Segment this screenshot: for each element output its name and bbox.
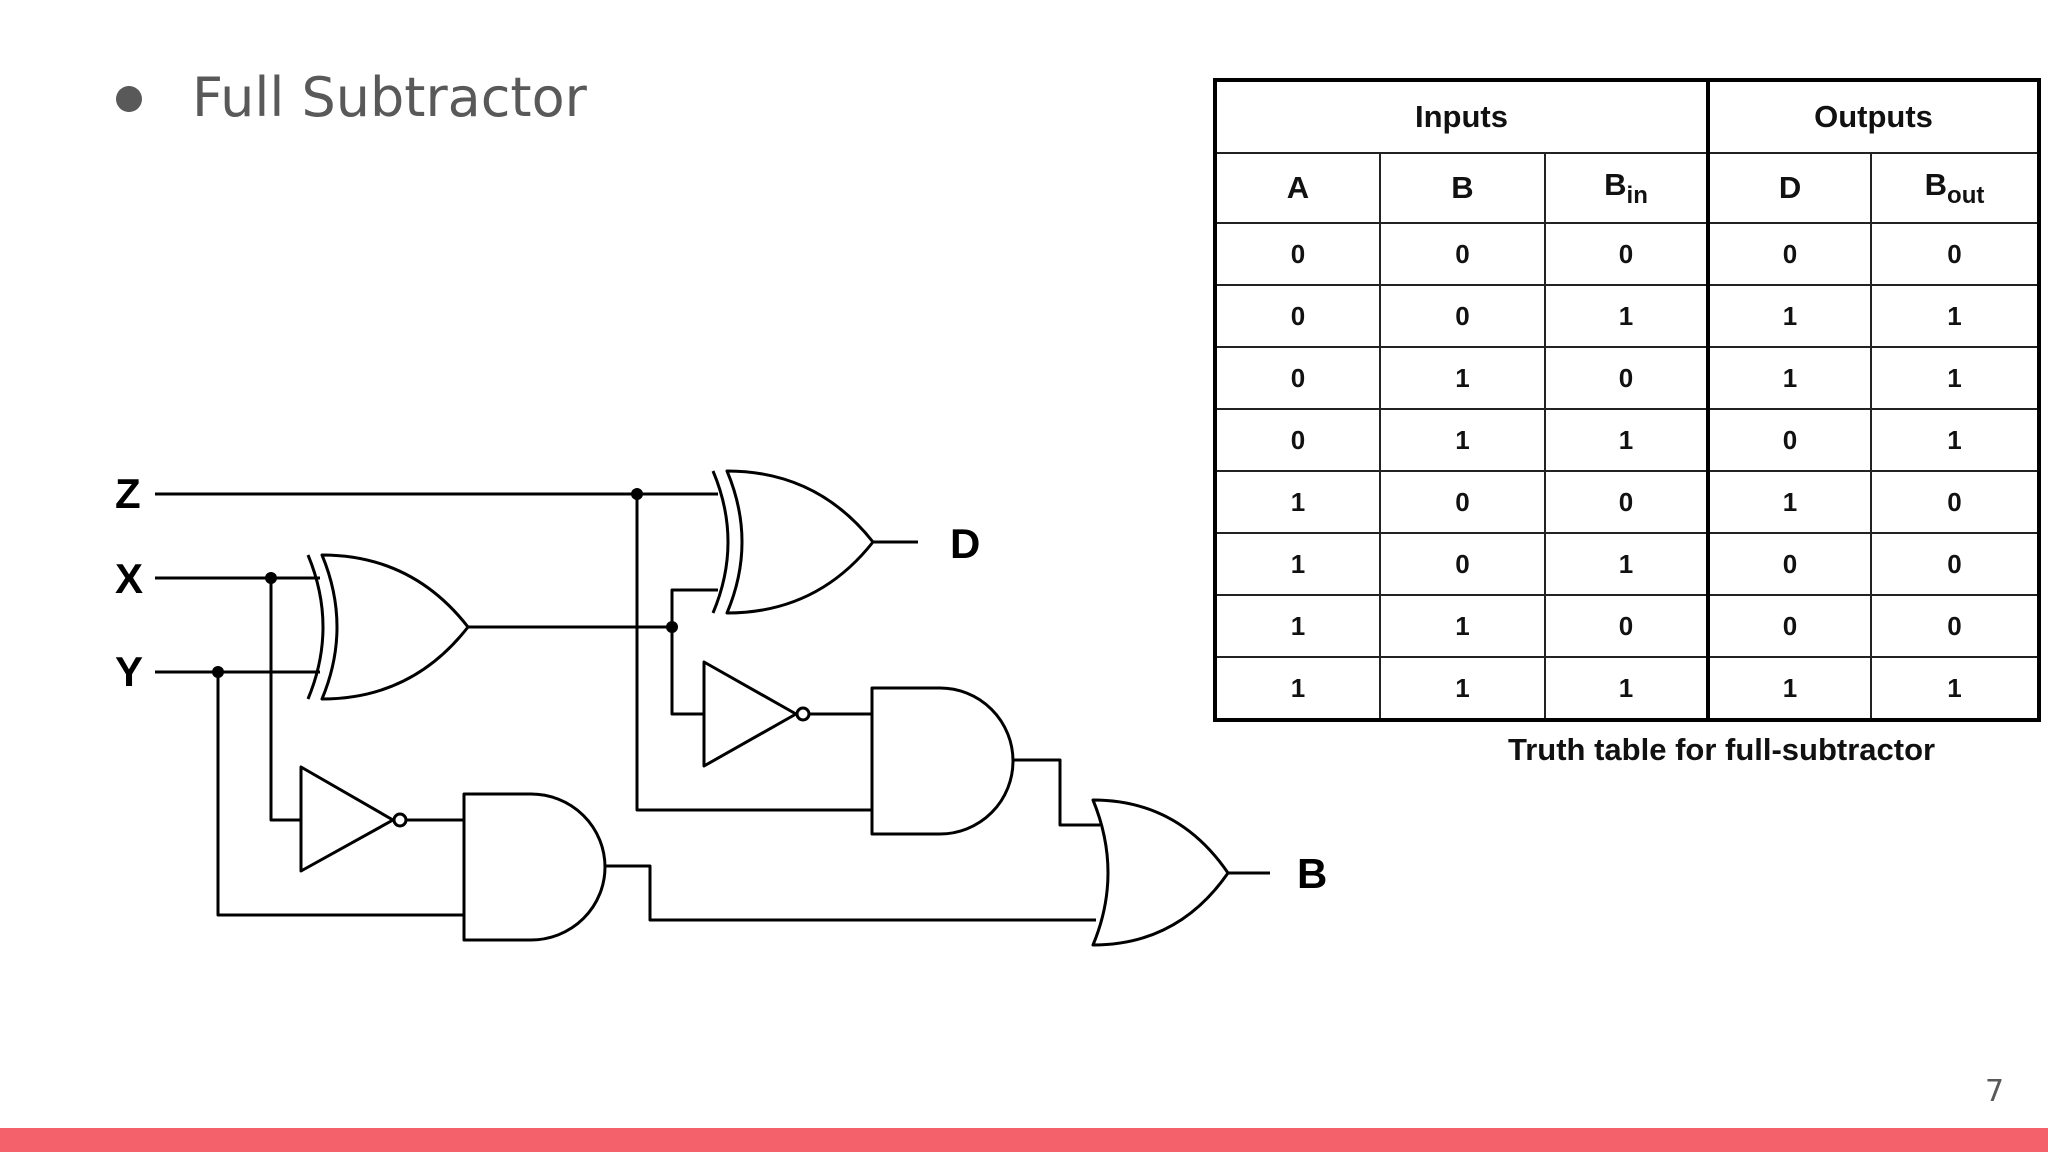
wire-xor1-out [468, 588, 718, 629]
table-cell: 0 [1870, 594, 2041, 658]
junction-dot [666, 621, 678, 633]
input-label-z: Z [115, 470, 141, 517]
bullet-icon [116, 86, 142, 112]
xor-gate-1-icon [320, 553, 470, 701]
or-gate-icon [1091, 798, 1230, 947]
xor-gate-2-icon [725, 469, 875, 615]
table-cell: 1 [1543, 284, 1711, 348]
table-cell: 1 [1379, 346, 1546, 410]
table-cell: 1 [1543, 408, 1711, 472]
table-cell: 1 [1707, 656, 1873, 721]
table-cell: 0 [1707, 594, 1873, 658]
group-header-outputs: Outputs [1707, 79, 2041, 154]
table-cell: 1 [1870, 656, 2041, 721]
table-cell: 0 [1870, 222, 2041, 286]
junction-dot [212, 666, 224, 678]
table-cell: 1 [1870, 346, 2041, 410]
footer-accent-bar [0, 1128, 2048, 1152]
table-cell: 0 [1870, 470, 2041, 534]
table-cell: 0 [1543, 470, 1711, 534]
output-label-b: B [1297, 850, 1327, 897]
group-header-inputs: Inputs [1213, 79, 1711, 154]
table-cell: 1 [1870, 284, 2041, 348]
column-header-b: B [1379, 152, 1546, 224]
wire-xor1-to-not2 [670, 627, 703, 716]
table-cell: 0 [1543, 346, 1711, 410]
table-cell: 0 [1707, 532, 1873, 596]
column-header-d: D [1707, 152, 1873, 224]
table-cell: 1 [1214, 594, 1381, 658]
table-cell: 1 [1870, 408, 2041, 472]
not-gate-2-icon [702, 660, 798, 768]
column-header-a: A [1214, 152, 1381, 224]
table-cell: 0 [1379, 222, 1546, 286]
table-cell: 1 [1214, 656, 1381, 721]
table-cell: 0 [1214, 346, 1381, 410]
wire-and2-out [1013, 758, 1100, 827]
and-gate-2-icon [870, 686, 1015, 836]
table-cell: 0 [1214, 222, 1381, 286]
and-gate-1-icon [462, 792, 607, 942]
column-header-bout: Bout [1870, 152, 2041, 224]
table-cell: 1 [1214, 470, 1381, 534]
truth-table-caption: Truth table for full-subtractor [1508, 732, 1936, 767]
input-label-y: Y [115, 648, 143, 695]
wire-y-to-and1 [216, 672, 464, 917]
wire-x-to-not1 [269, 578, 300, 822]
column-header-bin: Bin [1543, 152, 1711, 224]
table-cell: 1 [1707, 470, 1873, 534]
table-cell: 0 [1543, 594, 1711, 658]
table-cell: 0 [1379, 532, 1546, 596]
table-cell: 1 [1379, 408, 1546, 472]
wire-and1-out [605, 864, 1096, 922]
table-cell: 1 [1707, 346, 1873, 410]
table-cell: 1 [1379, 594, 1546, 658]
table-cell: 0 [1707, 222, 1873, 286]
input-label-x: X [115, 555, 143, 602]
table-cell: 0 [1543, 222, 1711, 286]
table-cell: 0 [1214, 284, 1381, 348]
not-gate-1-icon [299, 765, 395, 873]
wire-z-to-and2 [635, 494, 872, 812]
page-number: 7 [1985, 1074, 2005, 1109]
table-cell: 0 [1214, 408, 1381, 472]
table-cell: 1 [1707, 284, 1873, 348]
junction-dot [631, 488, 643, 500]
junction-dot [265, 572, 277, 584]
slide-title: Full Subtractor [192, 66, 587, 129]
table-cell: 0 [1870, 532, 2041, 596]
table-cell: 1 [1379, 656, 1546, 721]
output-label-d: D [950, 520, 980, 567]
table-cell: 0 [1707, 408, 1873, 472]
table-cell: 0 [1379, 284, 1546, 348]
table-cell: 1 [1543, 656, 1711, 721]
table-cell: 1 [1214, 532, 1381, 596]
table-cell: 1 [1543, 532, 1711, 596]
full-subtractor-circuit: Z X Y D B [115, 469, 1327, 947]
table-cell: 0 [1379, 470, 1546, 534]
